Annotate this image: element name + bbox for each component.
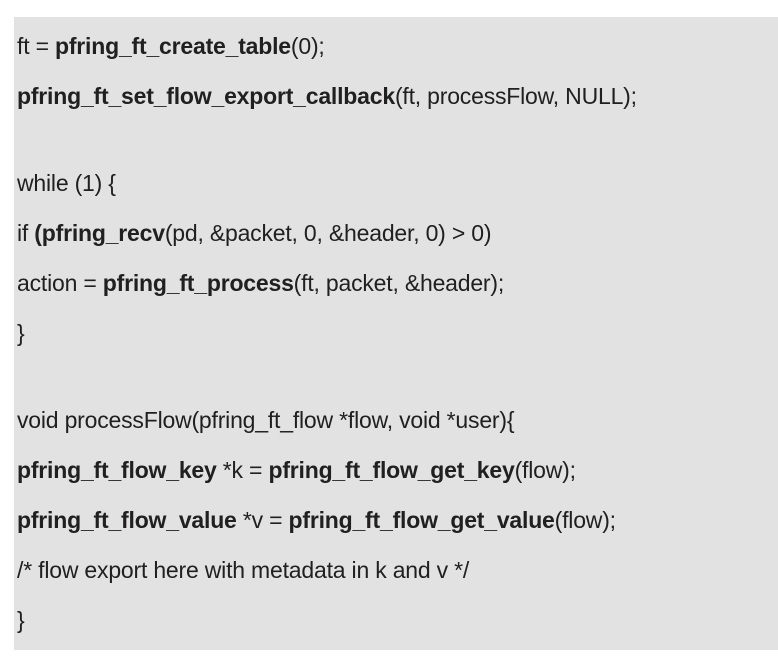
code-text: (pd, &packet, 0, &header, 0) > 0) [164, 220, 492, 246]
code-text: } [17, 607, 25, 633]
code-line: } [17, 595, 778, 645]
code-text: (0); [290, 33, 325, 59]
code-text: /* flow export here with metadata in k a… [17, 557, 470, 583]
code-line: void processFlow(pfring_ft_flow *flow, v… [17, 395, 778, 445]
code-text: ft = [17, 33, 55, 59]
code-text: } [17, 320, 25, 346]
code-line: pfring_ft_flow_key *k = pfring_ft_flow_g… [17, 445, 778, 495]
code-text: (ft, packet, &header); [293, 270, 505, 296]
code-line: pfring_ft_set_flow_export_callback(ft, p… [17, 71, 778, 121]
code-text: void processFlow(pfring_ft_flow *flow, v… [17, 407, 515, 433]
code-line: ft = pfring_ft_create_table(0); [17, 21, 778, 71]
code-identifier-bold: pfring_ft_set_flow_export_callback [17, 83, 395, 109]
code-line: while (1) { [17, 158, 778, 208]
code-text: (flow); [554, 507, 616, 533]
code-line-blank [17, 358, 778, 395]
code-text: action = [17, 270, 103, 296]
code-text: (flow); [514, 457, 576, 483]
code-text: if [17, 220, 35, 246]
code-line-blank [17, 121, 778, 158]
code-text: *k = [216, 457, 269, 483]
code-line: pfring_ft_flow_value *v = pfring_ft_flow… [17, 495, 778, 545]
code-text: (ft, processFlow, NULL); [394, 83, 637, 109]
code-line: } [17, 308, 778, 358]
code-identifier-bold: pfring_ft_flow_get_value [288, 507, 555, 533]
code-block: ft = pfring_ft_create_table(0);pfring_ft… [14, 17, 778, 650]
code-identifier-bold: pfring_ft_flow_value [17, 507, 237, 533]
code-identifier-bold: pfring_ft_create_table [55, 33, 291, 59]
code-line: /* flow export here with metadata in k a… [17, 545, 778, 595]
code-line: action = pfring_ft_process(ft, packet, &… [17, 258, 778, 308]
code-identifier-bold: pfring_ft_flow_key [17, 457, 217, 483]
code-line: if (pfring_recv(pd, &packet, 0, &header,… [17, 208, 778, 258]
code-identifier-bold: (pfring_recv [34, 220, 165, 246]
code-identifier-bold: pfring_ft_process [102, 270, 294, 296]
code-text: while (1) { [17, 170, 116, 196]
code-identifier-bold: pfring_ft_flow_get_key [268, 457, 515, 483]
code-text: *v = [236, 507, 289, 533]
